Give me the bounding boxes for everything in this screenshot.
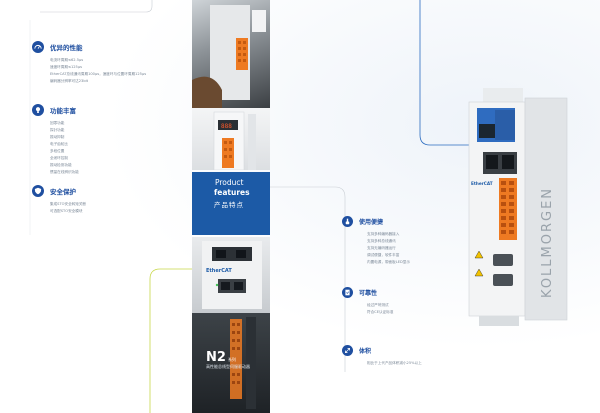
device-ethercat-label: EtherCAT [471,181,493,186]
photo-column: 888 Product features 产品特点 EtherCAT [192,0,270,413]
feature-title: 安全保护 [50,188,76,196]
feature-ease-of-use: 使用便捷 支持多种编码器接入 支持多种总线通讯 支持无编码器运行 调试便捷，软件… [342,214,410,266]
feature-line: 编码器分辨率可达23bit [50,79,89,83]
series-description: 高性能总线型伺服驱动器 [206,364,250,369]
servo-drive-image: EtherCAT KOLLMORGEN [455,88,575,328]
feature-line: 振动抑制 [50,135,65,139]
feature-line: 多段位置 [50,149,65,153]
feature-line: 电流环周期≤62.5μs [50,58,84,62]
feature-line: 相比于上代产品体积减小25%以上 [367,361,422,365]
feature-title: 优异的性能 [50,44,83,52]
series-suffix: 系列 [227,357,236,362]
feature-line: 探针功能 [50,128,65,132]
feature-safety: 安全保护 集成STO安全转矩关断 可选配STO安全模块 [32,184,86,215]
resize-icon [342,344,353,356]
feature-performance: 优异的性能 电流环周期≤62.5μs 速度环周期≤125μs EtherCAT总… [32,40,146,85]
feature-size: 体积 相比于上代产品体积减小25%以上 [342,343,422,367]
feature-title: 体积 [359,347,372,355]
feature-line: 经过严苛测试 [367,303,389,307]
feature-line: 支持无编码器运行 [367,246,396,250]
panel-title-line2: features [214,188,250,197]
hand-pointer-icon [342,215,353,227]
product-photo-dark [192,313,270,413]
svg-text:888: 888 [221,123,232,130]
feature-line: EtherCAT总线通讯周期100μs，速度环与位置环周期125μs [50,72,147,76]
feature-line: 集成STO安全转矩关断 [50,202,87,206]
feature-line: 振动检测功能 [50,163,72,167]
device-brand-logo: KOLLMORGEN [540,187,555,298]
feature-line: 回零功能 [50,121,65,125]
check-doc-icon [342,286,353,298]
feature-line: 全闭环控制 [50,156,68,160]
feature-line: 支持多种总线通讯 [367,239,396,243]
feature-functions: 功能丰富 回零功能 探针功能 振动抑制 电子齿轮比 多段位置 全闭环控制 振动检… [32,103,79,176]
series-name: N2 [206,350,226,365]
ethercat-logo: EtherCAT [206,268,232,274]
feature-reliability: 可靠性 经过严苛测试 符合CE认证标准 [342,285,393,316]
feature-line: 内置电源，带面板LED显示 [367,260,410,264]
feature-title: 使用便捷 [359,218,384,226]
lightbulb-icon [32,104,44,116]
product-photo-display: 888 [192,108,270,170]
feature-line: 速度环周期≤125μs [50,65,82,69]
feature-title: 可靠性 [359,289,378,297]
product-photo-top [192,0,270,108]
feature-line: 支持多种编码器接入 [367,232,400,236]
gauge-icon [32,41,44,53]
feature-line: 可选配STO安全模块 [50,209,83,213]
feature-line: 符合CE认证标准 [367,310,394,314]
product-features-panel: Product features 产品特点 [192,172,270,235]
panel-title-line1: Product [215,178,244,187]
panel-title-cn: 产品特点 [214,201,244,209]
feature-line: 调试便捷，软件丰富 [367,253,400,257]
product-photo-ports: EtherCAT [192,237,270,313]
feature-title: 功能丰富 [50,107,76,115]
feature-line: 惯量在线辨识功能 [50,170,79,174]
feature-line: 电子齿轮比 [50,142,68,146]
shield-icon [32,185,44,197]
